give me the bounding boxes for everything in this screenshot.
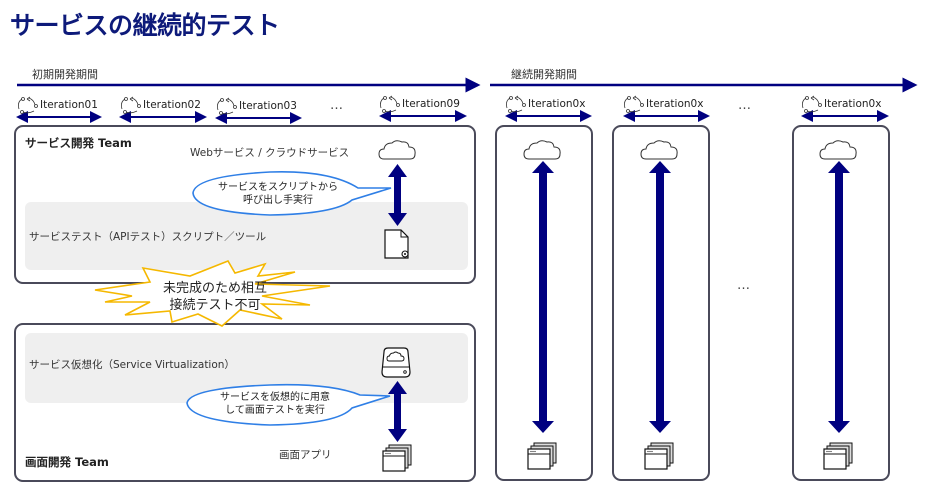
page-title: サービスの継続的テスト — [10, 11, 280, 40]
app-windows-icon — [527, 442, 557, 470]
phase-label-initial: 初期開発期間 — [32, 68, 98, 81]
arrow-head-up — [649, 161, 671, 173]
virtualization-label: サービス仮想化（Service Virtualization） — [29, 359, 235, 371]
arrow-head-down — [649, 421, 671, 433]
cycle-icon — [121, 96, 141, 114]
ui-bubble-text: サービスを仮想的に用意 して画面テストを実行 — [210, 391, 340, 417]
app-windows-icon — [823, 442, 853, 470]
service-bubble-text: サービスをスクリプトから 呼び出し手実行 — [218, 181, 338, 207]
iteration-item: Iteration02 — [118, 95, 201, 115]
double-arrow — [388, 164, 407, 226]
bubble-line: して画面テストを実行 — [225, 405, 325, 416]
script-file-gear-icon — [384, 229, 409, 259]
cloud-icon — [819, 140, 857, 160]
iteration-label: Iteration02 — [143, 99, 201, 111]
bubble-line: サービスを仮想的に用意 — [220, 392, 330, 403]
cycle-icon — [217, 97, 237, 115]
ui-team-label: 画面開発 Team — [25, 455, 109, 469]
iteration-label: Iteration0x — [646, 98, 704, 110]
cloud-drive-icon — [381, 347, 411, 378]
arrow-head-up — [828, 161, 850, 173]
iteration-label: Iteration0x — [528, 98, 586, 110]
cycle-icon — [624, 95, 644, 113]
cycle-icon — [802, 95, 822, 113]
cycle-icon — [506, 95, 526, 113]
bubble-line: 呼び出し手実行 — [243, 195, 313, 206]
iteration-item: Iteration0x — [503, 94, 585, 114]
bubble-line: サービスをスクリプトから — [218, 182, 338, 193]
ellipsis: … — [737, 278, 751, 293]
continuous-column — [523, 140, 561, 470]
iteration-label: Iteration0x — [824, 98, 882, 110]
speech-bubble-ui — [186, 383, 391, 426]
iteration-span-arrows — [16, 110, 889, 124]
burst-line: 接続テスト不可 — [169, 298, 261, 313]
cloud-icon — [378, 140, 416, 160]
burst-line: 未完成のため相互 — [162, 281, 267, 296]
long-arrow-shaft — [835, 172, 843, 422]
service-team-label: サービス開発 Team — [25, 136, 132, 150]
cycle-icon — [18, 96, 38, 114]
iteration-label: Iteration01 — [40, 99, 98, 111]
test-script-label: サービステスト（APIテスト）スクリプト／ツール — [29, 231, 267, 243]
iteration-item: Iteration0x — [621, 94, 703, 114]
double-arrow — [388, 381, 407, 442]
cycle-icon — [380, 95, 400, 113]
speech-bubble-service — [192, 171, 392, 216]
cloud-icon — [523, 140, 561, 160]
iteration-item: Iteration01 — [15, 95, 98, 115]
continuous-column — [819, 140, 857, 470]
burst-text: 未完成のため相互 接続テスト不可 — [160, 280, 270, 314]
phase-label-continuous: 継続開発期間 — [511, 68, 577, 81]
arrow-head-up — [532, 161, 554, 173]
arrow-head-down — [828, 421, 850, 433]
continuous-column — [640, 140, 678, 470]
iteration-item: Iteration09 — [377, 94, 460, 114]
cloud-icon — [640, 140, 678, 160]
long-arrow-shaft — [539, 172, 547, 422]
long-arrow-shaft — [656, 172, 664, 422]
ellipsis: … — [738, 98, 752, 113]
ellipsis: … — [330, 98, 344, 113]
app-label: 画面アプリ — [279, 449, 332, 461]
iteration-label: Iteration09 — [402, 98, 460, 110]
arrow-head-down — [532, 421, 554, 433]
iteration-label: Iteration03 — [239, 100, 297, 112]
explosion-burst — [94, 260, 331, 327]
app-windows-icon — [644, 442, 674, 470]
iteration-item: Iteration03 — [214, 96, 297, 116]
iteration-item: Iteration0x — [799, 94, 881, 114]
app-windows-icon — [382, 444, 412, 472]
web-service-label: Webサービス / クラウドサービス — [190, 147, 350, 159]
